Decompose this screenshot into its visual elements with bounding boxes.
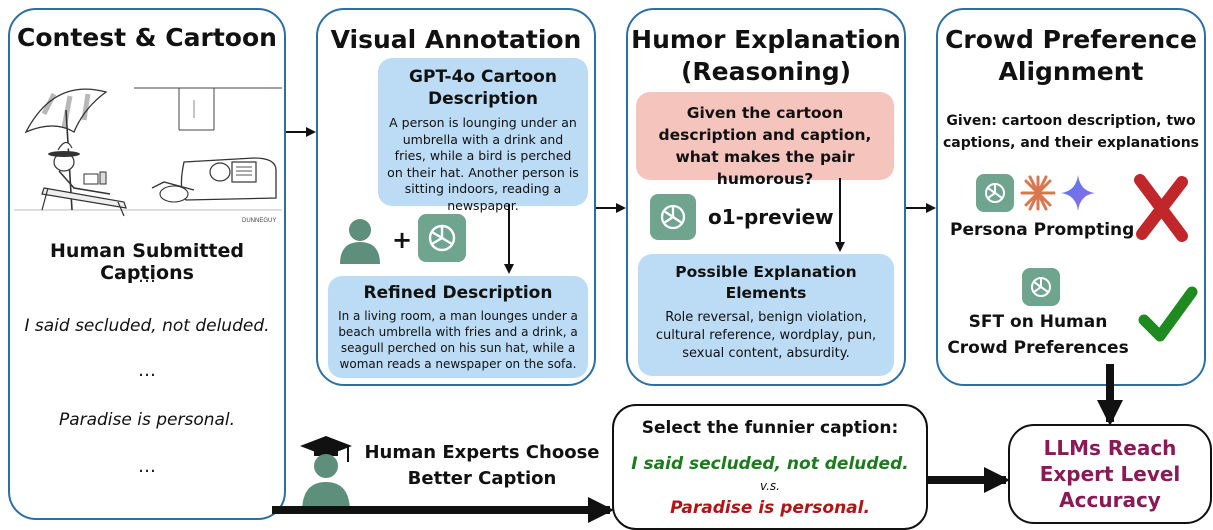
elements-title: Possible Explanation Elements — [675, 263, 857, 302]
select-title: Select the funnier caption: — [641, 418, 899, 438]
person-icon — [340, 219, 380, 264]
refined-description-box: Refined Description In a living room, a … — [328, 276, 588, 378]
crowd-given-text: Given: cartoon description, two captions… — [942, 113, 1200, 151]
result-line2: Expert Level — [1039, 462, 1181, 486]
sft-label-line1: SFT on Human — [968, 312, 1108, 332]
visual-title: Visual Annotation — [330, 25, 582, 54]
result-box: LLMs Reach Expert Level Accuracy — [1008, 424, 1212, 524]
select-caption-box: Select the funnier caption: I said seclu… — [612, 404, 928, 530]
refined-description-title: Refined Description — [363, 283, 553, 303]
gpt-description-box: GPT-4o Cartoon Description A person is l… — [378, 58, 588, 213]
ellipsis-2: … — [138, 360, 156, 381]
chatgpt-logo-icon — [1022, 268, 1060, 306]
plus-sign: + — [392, 226, 413, 254]
crowd-panel: Crowd Preference Alignment Given: cartoo… — [936, 8, 1206, 386]
contest-panel: Contest & Cartoon DUNNEGUY Human Su — [8, 8, 286, 520]
gpt-description-text: A person is lounging under an umbrella w… — [387, 115, 579, 213]
question-box: Given the cartoon description and captio… — [636, 92, 894, 188]
claude-icon — [1020, 175, 1056, 211]
caption-2: Paradise is personal. — [58, 410, 236, 430]
chatgpt-logo-icon — [650, 194, 696, 240]
result-line3: Accuracy — [1059, 488, 1161, 512]
cartoon-signature: DUNNEGUY — [242, 218, 276, 224]
select-caption-2: Paradise is personal. — [670, 498, 870, 518]
ellipsis-1: … — [138, 266, 156, 287]
chatgpt-logo-icon — [418, 214, 466, 262]
ellipsis-3: … — [138, 456, 156, 477]
sft-label-line2: Crowd Preferences — [947, 338, 1129, 358]
graduate-icon — [300, 436, 352, 512]
humor-title-line1: Humor Explanation — [631, 25, 901, 54]
experts-label-line1: Human Experts Choose — [364, 442, 600, 463]
captions-heading: Human Submitted Captions — [50, 240, 244, 284]
contest-title: Contest & Cartoon — [17, 23, 277, 52]
model-label: o1-preview — [708, 205, 834, 229]
elements-box: Possible Explanation Elements Role rever… — [638, 254, 894, 376]
select-vs: v.s. — [759, 479, 780, 493]
cartoon-image: DUNNEGUY — [14, 70, 282, 230]
select-caption-1: I said secluded, not deluded. — [631, 454, 909, 474]
persona-label: Persona Prompting — [950, 220, 1135, 240]
humor-title-line2: (Reasoning) — [680, 57, 852, 86]
chatgpt-logo-icon — [976, 174, 1014, 212]
elements-text: Role reversal, benign violation, cultura… — [655, 310, 877, 361]
experts-label-line2: Better Caption — [407, 468, 557, 489]
question-text: Given the cartoon description and captio… — [658, 104, 872, 188]
crowd-title-line2: Alignment — [998, 57, 1144, 86]
cross-icon — [1134, 174, 1188, 242]
caption-1: I said secluded, not deluded. — [24, 316, 270, 336]
refined-description-text: In a living room, a man lounges under a … — [338, 309, 578, 371]
gemini-icon — [1061, 175, 1095, 211]
crowd-title-line1: Crowd Preference — [945, 25, 1197, 54]
check-icon — [1138, 286, 1198, 342]
humor-panel: Humor Explanation (Reasoning) Given the … — [626, 8, 906, 386]
result-line1: LLMs Reach — [1043, 436, 1177, 460]
visual-panel: Visual Annotation GPT-4o Cartoon Descrip… — [316, 8, 596, 386]
gpt-description-title: GPT-4o Cartoon Description — [409, 67, 557, 109]
